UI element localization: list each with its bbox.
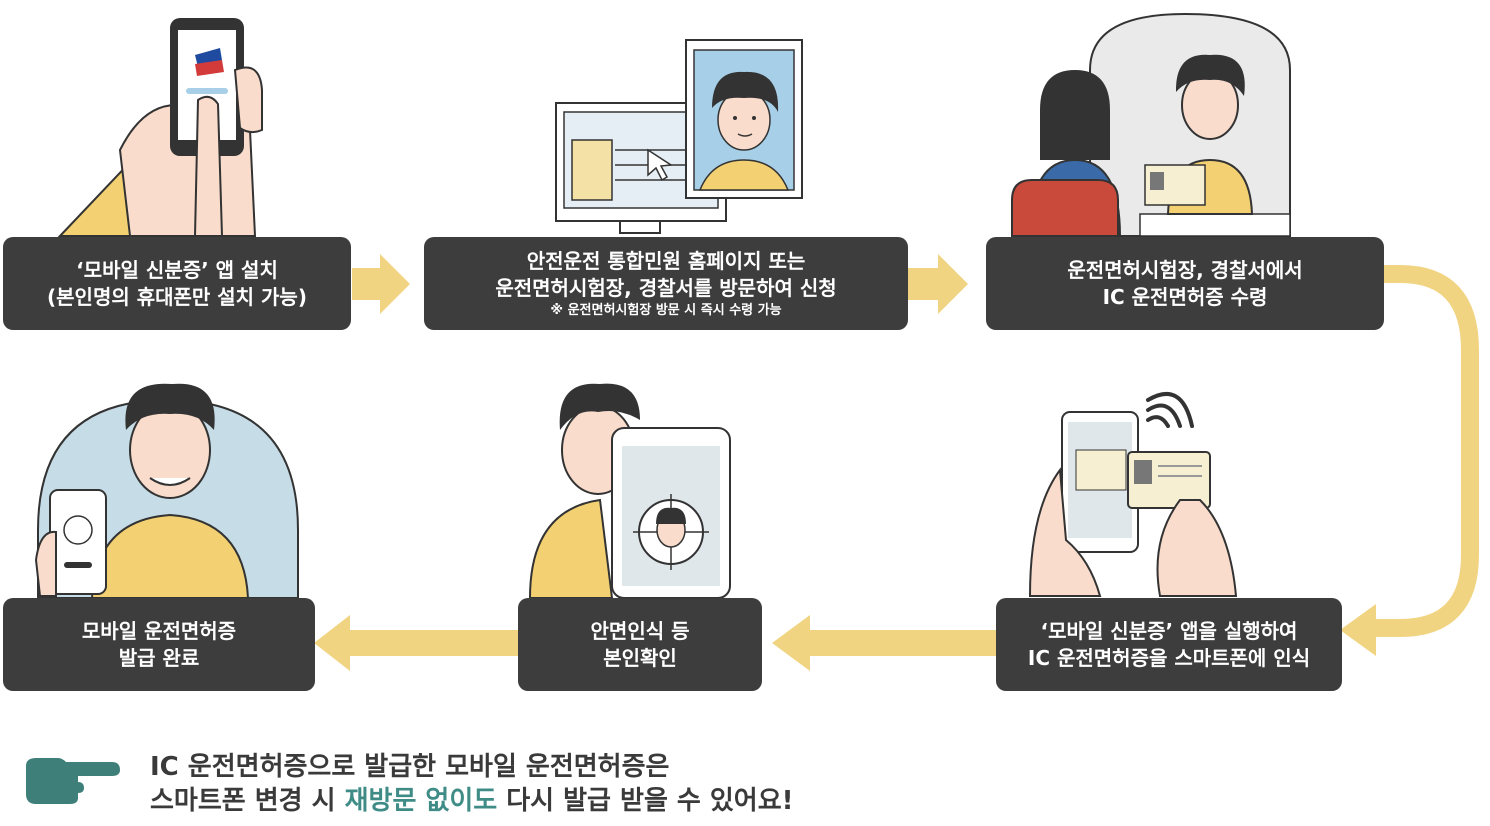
arrow-step2-to-step3 <box>908 254 968 314</box>
footer-line-2: 스마트폰 변경 시 재방문 없이도 다시 발급 받을 수 있어요! <box>150 784 794 818</box>
step-4-scan-card: ‘모바일 신분증’ 앱을 실행하여 IC 운전면허증을 스마트폰에 인식 <box>996 598 1342 691</box>
issue-complete-illustration <box>34 383 299 599</box>
step-2-note: ※ 운전면허시험장 방문 시 즉시 수령 가능 <box>550 303 782 318</box>
arrow-step5-to-step6 <box>314 615 520 671</box>
step-5-verify-identity: 안면인식 등 본인확인 <box>518 598 762 691</box>
footer-line-2-before: 스마트폰 변경 시 <box>150 786 345 816</box>
pointing-hand-icon <box>26 758 120 804</box>
pickup-illustration <box>1011 12 1291 237</box>
nfc-signal-icon <box>1146 392 1194 428</box>
step-4-line-2: IC 운전면허증을 스마트폰에 인식 <box>1027 645 1311 670</box>
step-6-line-2: 발급 완료 <box>118 645 200 670</box>
arrow-step3-to-step4 <box>1370 265 1479 637</box>
footer-highlight: 재방문 없이도 <box>344 786 498 816</box>
step-5-line-2: 본인확인 <box>603 645 677 670</box>
footer-notice: IC 운전면허증으로 발급한 모바일 운전면허증은 스마트폰 변경 시 재방문 … <box>150 750 794 818</box>
step-2-apply: 안전운전 통합민원 홈페이지 또는 운전면허시험장, 경찰서를 방문하여 신청 … <box>424 237 908 330</box>
face-recognition-illustration <box>528 383 731 599</box>
step-6-issue-complete: 모바일 운전면허증 발급 완료 <box>3 598 315 691</box>
step-1-line-1: ‘모바일 신분증’ 앱 설치 <box>76 257 278 282</box>
step-3-line-2: IC 운전면허증 수령 <box>1102 284 1268 309</box>
step-6-line-1: 모바일 운전면허증 <box>81 618 237 643</box>
step-5-line-1: 안면인식 등 <box>590 618 690 643</box>
step-2-line-1: 안전운전 통합민원 홈페이지 또는 <box>526 249 806 273</box>
nfc-scan-illustration <box>1028 392 1238 597</box>
footer-line-1: IC 운전면허증으로 발급한 모바일 운전면허증은 <box>150 752 670 782</box>
footer-line-2-after: 다시 발급 받을 수 있어요! <box>497 786 794 816</box>
step-1-install-app: ‘모바일 신분증’ 앱 설치 (본인명의 휴대폰만 설치 가능) <box>3 237 351 330</box>
step-4-line-1: ‘모바일 신분증’ 앱을 실행하여 <box>1040 618 1298 643</box>
step-3-line-1: 운전면허시험장, 경찰서에서 <box>1067 257 1303 282</box>
phone-install-illustration <box>57 18 263 237</box>
arrow-step4-to-step5 <box>772 615 996 671</box>
online-apply-illustration <box>555 39 803 234</box>
step-2-line-2: 운전면허시험장, 경찰서를 방문하여 신청 <box>495 276 837 300</box>
arrow-step1-to-step2 <box>352 254 410 314</box>
step-3-receive-card: 운전면허시험장, 경찰서에서 IC 운전면허증 수령 <box>986 237 1384 330</box>
step-1-line-2: (본인명의 휴대폰만 설치 가능) <box>47 284 307 309</box>
